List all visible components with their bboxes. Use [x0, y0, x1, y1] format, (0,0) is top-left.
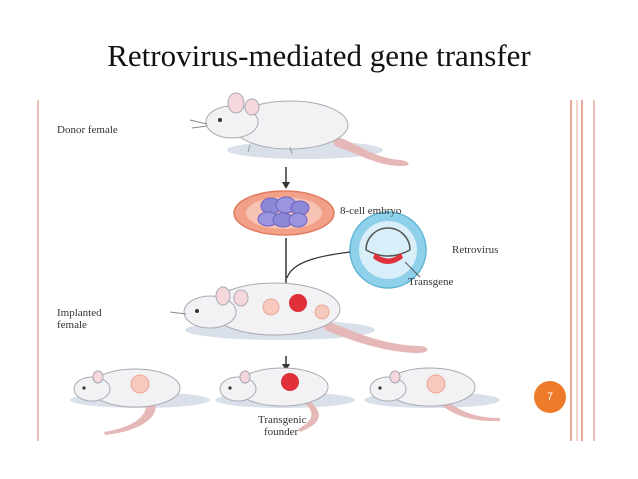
- slide-title: Retrovirus-mediated gene transfer: [107, 38, 531, 73]
- label-retrovirus: Retrovirus: [452, 244, 499, 256]
- arrow-head-1: [282, 182, 290, 189]
- right-frame-lines: [570, 100, 595, 441]
- offspring-mouse-left: [70, 368, 210, 435]
- label-transgene: Transgene: [408, 276, 454, 288]
- label-founder-2: founder: [264, 426, 299, 438]
- arrow-virus-merge: [286, 251, 351, 279]
- implanted-mouse: [169, 282, 428, 353]
- label-founder-1: Transgenic: [258, 414, 307, 426]
- page-number-badge: 7: [534, 381, 566, 413]
- offspring-mouse-founder: [215, 367, 355, 432]
- donor-mouse: [189, 92, 409, 166]
- label-implanted-female-2: female: [57, 319, 87, 331]
- label-donor-female: Donor female: [57, 124, 118, 136]
- arrow-head-3: [282, 364, 290, 371]
- label-implanted-female-1: Implanted: [57, 307, 102, 319]
- offspring-mouse-right: [364, 367, 500, 422]
- retrovirus-illustration: [349, 211, 427, 289]
- label-embryo: 8-cell embryo: [340, 205, 402, 217]
- embryo-illustration: [233, 190, 335, 236]
